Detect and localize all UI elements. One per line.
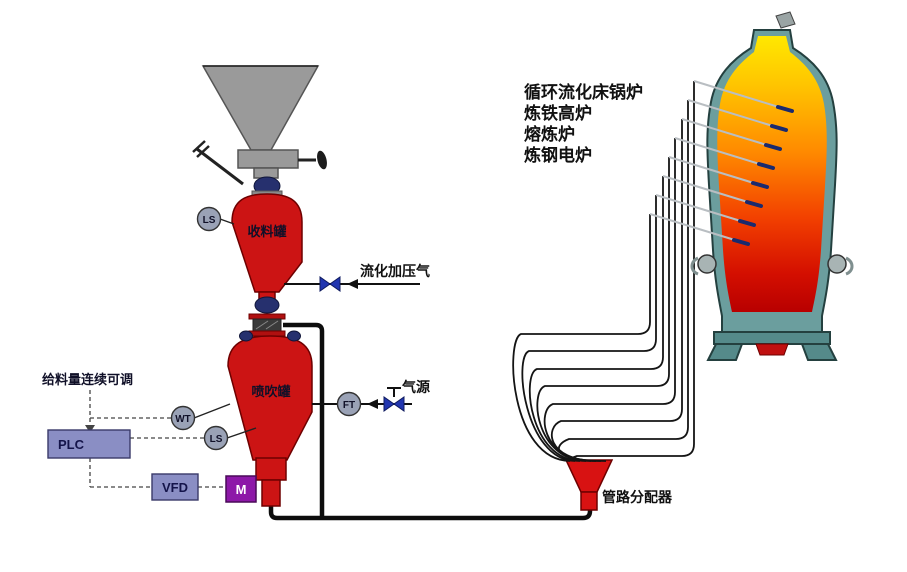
level-switch-bottom-label: LS [210, 434, 223, 445]
furnace-base [706, 331, 838, 361]
main-conveying-pipe [268, 498, 593, 521]
bypass-pipe [283, 322, 325, 516]
gas-source-line: FT 气源 [312, 379, 430, 417]
control-system: 给料量连续可调 PLC VFD M [42, 372, 257, 503]
distribution-hoses [512, 81, 695, 462]
level-switch-top-label: LS [203, 215, 216, 226]
flow-arrow-icon [347, 279, 358, 289]
level-switch-bottom: LS [203, 425, 257, 451]
dome-valve-top [251, 176, 283, 197]
feed-note-label: 给料量连续可调 [42, 372, 133, 387]
furnace-top-nub [775, 11, 796, 29]
fluidizing-gas-label: 流化加压气 [360, 263, 430, 279]
flow-transmitter-label: FT [343, 400, 355, 411]
application-item: 循环流化床锅炉 [524, 82, 643, 102]
vfd-drive: VFD [151, 473, 199, 501]
gas-arrow-icon [367, 399, 378, 409]
plc-label: PLC [58, 437, 85, 452]
inlet-pipe [192, 140, 244, 186]
fluidizing-gas-line: 流化加压气 [284, 263, 430, 292]
injection-tank: 喷吹罐 [227, 330, 313, 507]
distributor-label: 管路分配器 [602, 489, 673, 505]
dash-arrow-icon [85, 425, 95, 433]
application-list: 循环流化床锅炉 炼铁高炉 熔炼炉 炼钢电炉 [524, 82, 643, 165]
gas-source-label: 气源 [401, 379, 430, 395]
level-switch-top: LS [196, 206, 235, 232]
receiving-tank-label: 收料罐 [247, 224, 286, 239]
rotary-feeder [237, 149, 327, 170]
weight-transmitter: WT [170, 403, 231, 431]
application-item: 炼钢电炉 [524, 145, 592, 165]
furnace [649, 11, 854, 361]
pipeline-distributor: 管路分配器 [564, 459, 673, 511]
feed-hopper [192, 65, 327, 197]
motor-label: M [236, 482, 247, 497]
feeder-motor: M [225, 475, 257, 503]
furnace-trunnions [690, 254, 854, 276]
handwheel-icon [317, 150, 327, 170]
injection-lances [649, 80, 794, 246]
injection-tank-label: 喷吹罐 [251, 384, 290, 399]
application-item: 熔炼炉 [524, 124, 575, 144]
vfd-label: VFD [162, 480, 188, 495]
plc-controller: PLC [47, 429, 131, 459]
application-item: 炼铁高炉 [524, 103, 592, 123]
weight-transmitter-label: WT [175, 414, 191, 425]
receiving-tank: 收料罐 [231, 193, 303, 293]
furnace-interior [717, 36, 827, 312]
